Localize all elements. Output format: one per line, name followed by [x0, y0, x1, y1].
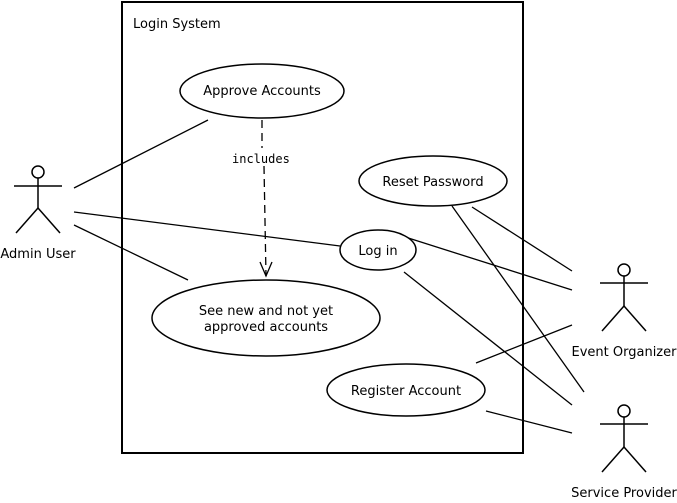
actor-admin-user-head — [31, 165, 45, 179]
assoc-organizer-reset — [471, 206, 573, 272]
use-case-see-accounts-label-line1: See new and not yet — [199, 304, 333, 319]
actor-event-organizer — [600, 263, 648, 332]
include-dependency — [259, 120, 273, 278]
use-case-see-accounts-label-line2: approved accounts — [204, 320, 328, 335]
use-case-register-account: Register Account — [326, 363, 486, 417]
use-case-log-in: Log in — [339, 229, 417, 271]
use-case-log-in-label: Log in — [358, 244, 397, 259]
actor-admin-user — [14, 165, 62, 234]
assoc-provider-register — [485, 410, 573, 434]
assoc-organizer-login — [401, 235, 573, 291]
assoc-admin-login — [73, 211, 341, 247]
assoc-provider-reset — [451, 205, 585, 393]
assoc-organizer-register — [475, 324, 573, 364]
use-case-see-accounts: See new and not yet approved accounts — [151, 279, 381, 357]
actor-admin-user-label: Admin User — [0, 247, 76, 262]
actor-service-provider-label: Service Provider — [571, 486, 677, 501]
actor-event-organizer-label: Event Organizer — [572, 345, 677, 360]
assoc-provider-login — [403, 271, 573, 406]
associations — [73, 119, 585, 434]
system-title: Login System — [133, 17, 221, 32]
use-case-approve-accounts-label: Approve Accounts — [203, 84, 321, 99]
actor-service-provider — [600, 404, 648, 473]
actor-service-provider-head — [617, 404, 631, 418]
use-case-register-account-label: Register Account — [351, 384, 461, 399]
include-arrowhead — [259, 261, 273, 278]
assoc-admin-approve — [73, 119, 209, 189]
use-case-reset-password-label: Reset Password — [382, 175, 483, 190]
include-label: includes — [232, 152, 290, 166]
use-case-approve-accounts: Approve Accounts — [179, 63, 345, 119]
use-case-reset-password: Reset Password — [358, 155, 508, 207]
system-boundary — [121, 1, 524, 454]
assoc-admin-see-accounts — [73, 224, 189, 281]
actor-event-organizer-head — [617, 263, 631, 277]
